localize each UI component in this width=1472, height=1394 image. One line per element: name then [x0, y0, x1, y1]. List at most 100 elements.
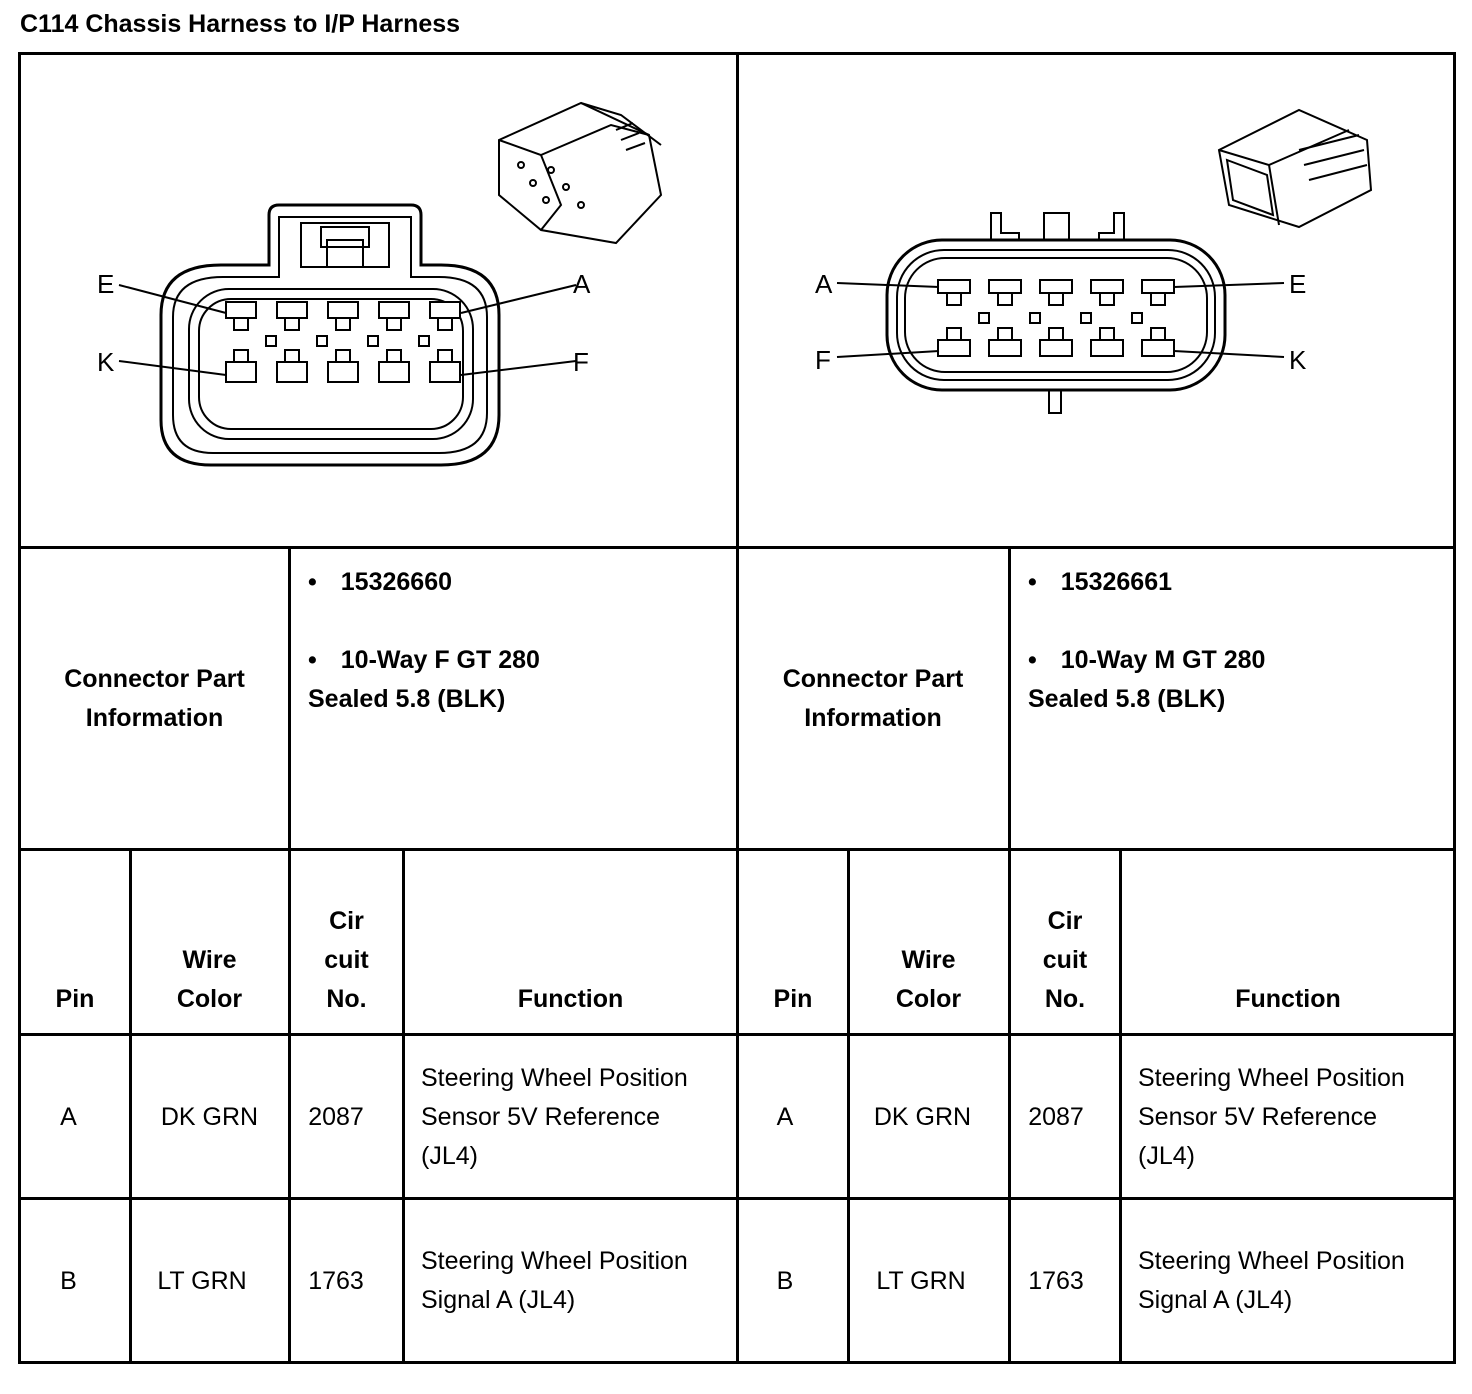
connector-table: [18, 52, 1456, 1364]
header-function: Function: [517, 985, 624, 1013]
table-row-b-circuit: 1763: [308, 1266, 364, 1295]
cavity-key: [284, 317, 300, 331]
male-label-top-left: A: [815, 269, 833, 299]
table-row-a-function: Steering Wheel Position Sensor 5V Refere…: [421, 1063, 688, 1170]
cavity-dot: [265, 335, 277, 347]
header-wire-color: Wire Color: [176, 946, 243, 1013]
cavity-dot: [367, 335, 379, 347]
female-label-bottom-right: F: [573, 347, 589, 377]
cavity-key: [437, 317, 453, 331]
header-pin: Pin: [773, 985, 813, 1013]
table-row-a-pin: A: [60, 1102, 77, 1131]
table-row-a-circuit: 2087: [308, 1102, 364, 1131]
female-label-bottom-left: K: [97, 347, 115, 377]
cavity-key: [335, 349, 351, 363]
female-label-top-right: A: [573, 269, 591, 299]
cavity-key: [946, 327, 962, 341]
female-connector-diagram: E A K F: [97, 101, 663, 467]
connector-part-info-left: • 15326660 • 10-Way F GT 280 Sealed 5.8 (B…: [308, 563, 728, 719]
female-label-top-left: E: [97, 269, 114, 299]
cavity-dot: [316, 335, 328, 347]
cavity: [225, 301, 257, 319]
part-desc-line2: Sealed 5.8 (BLK): [308, 685, 506, 713]
cavity-key: [1150, 327, 1166, 341]
cavity-dot: [978, 312, 990, 324]
cavity: [276, 361, 308, 383]
cavity-key: [1099, 292, 1115, 306]
table-row-a-wire-color: DK GRN: [873, 1102, 972, 1131]
cavity-key: [946, 292, 962, 306]
cavity: [429, 301, 461, 319]
table-row-a-pin: A: [776, 1102, 794, 1131]
cavity: [1141, 279, 1175, 294]
cavity-key: [233, 317, 249, 331]
cavity-key: [335, 317, 351, 331]
page-title: C114 Chassis Harness to I/P Harness: [20, 10, 461, 38]
header-circuit-no: Cir cuit No.: [1042, 907, 1088, 1013]
cavity: [1039, 279, 1073, 294]
table-row-a-function: Steering Wheel Position Sensor 5V Refere…: [1138, 1063, 1405, 1170]
bullet: •: [308, 568, 317, 596]
cavity: [1039, 339, 1073, 357]
cavity-dot: [1131, 312, 1143, 324]
male-connector-diagram: A E F K: [815, 108, 1373, 414]
bullet: •: [308, 646, 317, 674]
cavity: [327, 361, 359, 383]
cavity: [937, 339, 971, 357]
part-desc-line1: 10-Way F GT 280: [340, 646, 540, 674]
cavity-key: [233, 349, 249, 363]
male-label-bottom-left: F: [815, 345, 831, 375]
cavity-key: [437, 349, 453, 363]
cavity: [1141, 339, 1175, 357]
cavity-key: [997, 292, 1013, 306]
table-row-a-circuit: 2087: [1028, 1102, 1084, 1131]
cavity-key: [386, 317, 402, 331]
header-wire-color: Wire Color: [895, 946, 962, 1013]
cavity-key: [386, 349, 402, 363]
cavity-dot: [1029, 312, 1041, 324]
header-circuit-no: Cir cuit No.: [324, 907, 369, 1013]
bullet: •: [1028, 646, 1037, 674]
table-row-b-pin: B: [60, 1266, 77, 1295]
male-label-top-right: E: [1289, 269, 1306, 299]
male-label-bottom-right: K: [1289, 345, 1307, 375]
cavity: [429, 361, 461, 383]
cavity: [225, 361, 257, 383]
part-desc-line2: Sealed 5.8 (BLK): [1028, 685, 1226, 713]
table-row-b-function: Steering Wheel Position Signal A (JL4): [421, 1247, 688, 1314]
cavity-key: [1048, 327, 1064, 341]
header-function: Function: [1235, 985, 1341, 1013]
cavity-dot: [1080, 312, 1092, 324]
part-number: 15326660: [340, 568, 452, 596]
bullet: •: [1028, 568, 1037, 596]
table-row-b-function: Steering Wheel Position Signal A (JL4): [1138, 1247, 1405, 1314]
table-row-b-pin: B: [776, 1266, 794, 1295]
connector-part-info-label-right: Connector Part Information: [782, 664, 964, 732]
cavity-key: [997, 327, 1013, 341]
cavity: [378, 361, 410, 383]
male-connector-3d-icon: [1217, 108, 1373, 229]
header-pin: Pin: [55, 985, 95, 1013]
connector-part-info-label-left: Connector Part Information: [64, 664, 245, 732]
cavity: [988, 339, 1022, 357]
cavity: [937, 279, 971, 294]
part-number: 15326661: [1060, 568, 1172, 596]
table-row-b-circuit: 1763: [1028, 1266, 1084, 1295]
cavity: [1090, 279, 1124, 294]
female-connector-3d-icon: [498, 101, 663, 245]
table-row-b-wire-color: LT GRN: [876, 1266, 966, 1295]
cavity: [378, 301, 410, 319]
part-desc-line1: 10-Way M GT 280: [1060, 646, 1266, 674]
cavity: [327, 301, 359, 319]
table-row-a-wire-color: DK GRN: [160, 1102, 259, 1131]
cavity-dot: [418, 335, 430, 347]
connector-part-info-right: • 15326661 • 10-Way M GT 280 Sealed 5.8 (B…: [1028, 563, 1448, 719]
cavity-key: [284, 349, 300, 363]
cavity-key: [1150, 292, 1166, 306]
cavity: [276, 301, 308, 319]
table-row-b-wire-color: LT GRN: [157, 1266, 247, 1295]
cavity-key: [1099, 327, 1115, 341]
cavity: [988, 279, 1022, 294]
cavity-key: [1048, 292, 1064, 306]
cavity: [1090, 339, 1124, 357]
